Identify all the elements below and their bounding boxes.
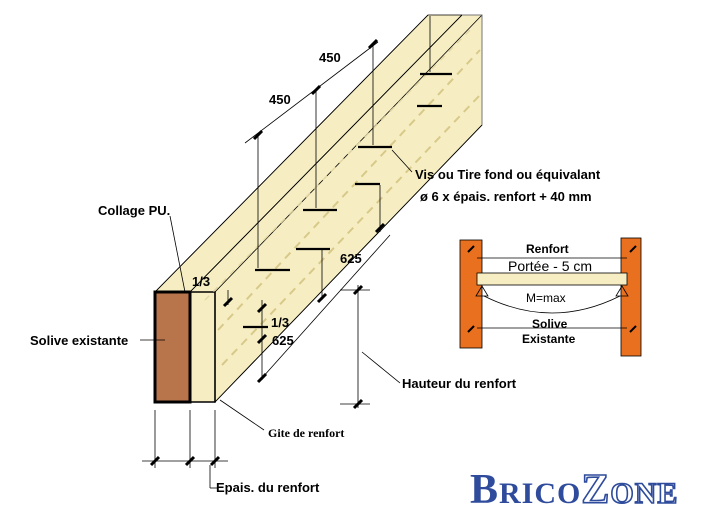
label-vis-line1: Vis ou Tire fond ou équivalant <box>415 167 601 182</box>
logo-one: ONE <box>610 476 679 511</box>
dim-450-upper: 450 <box>319 50 341 65</box>
label-gite: Gite de renfort <box>268 426 345 440</box>
dim-third-upper: 1/3 <box>192 274 211 289</box>
dim-third-lower: 1/3 <box>271 315 290 330</box>
label-solive-existante: Solive existante <box>30 333 129 348</box>
existing-joist-section <box>153 290 192 404</box>
inset-renfort: Renfort <box>526 242 569 256</box>
screw-marks <box>243 72 452 329</box>
dim-450-lower: 450 <box>269 92 291 107</box>
label-collage: Collage PU. <box>98 203 171 218</box>
label-hauteur: Hauteur du renfort <box>402 376 517 391</box>
dim-625-upper: 625 <box>340 251 362 266</box>
inset-mmax: M=max <box>526 291 566 305</box>
inset-existante: Existante <box>522 332 576 346</box>
logo-letter-z: Z <box>581 466 611 514</box>
label-vis-line2: ø 6 x épais. renfort + 40 mm <box>420 189 592 204</box>
label-epais: Epais. du renfort <box>216 480 320 495</box>
beam-end-face <box>189 291 216 403</box>
inset-solive: Solive <box>532 317 568 331</box>
dim-625-lower: 625 <box>272 333 294 348</box>
inset-portee: Portée - 5 cm <box>508 258 593 274</box>
inset-diagram <box>459 237 642 357</box>
logo-rico: RICO <box>499 477 582 510</box>
bricozone-logo: BRICOZONE <box>470 466 678 514</box>
logo-letter-b: B <box>470 467 500 513</box>
